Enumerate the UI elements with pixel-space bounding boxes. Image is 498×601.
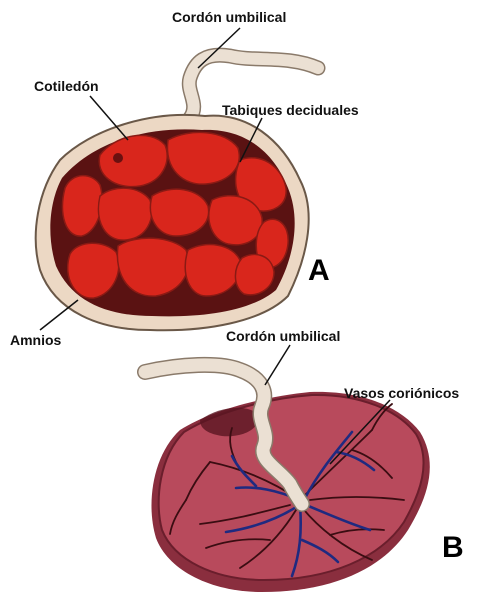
label-amnion: Amnios — [10, 332, 62, 348]
cotyledon — [209, 196, 262, 245]
leader-line-cord-b — [265, 345, 290, 385]
leader-line-amnion — [40, 300, 78, 330]
cotyledon — [150, 189, 208, 236]
panel-a-lesion-spot — [113, 153, 123, 163]
label-decidual-septa: Tabiques deciduales — [222, 102, 359, 118]
label-cotyledon: Cotiledón — [34, 78, 99, 94]
label-cord-b: Cordón umbilical — [226, 328, 340, 344]
panel-letter-a: A — [308, 254, 330, 287]
label-cord-a: Cordón umbilical — [172, 9, 286, 25]
panel-a: Cordón umbilical Cotiledón Tabiques deci… — [10, 9, 359, 348]
label-chorionic-vessels: Vasos coriónicos — [344, 385, 459, 401]
cotyledon — [98, 188, 151, 240]
panel-b: Cordón umbilical Vasos coriónicos B — [145, 328, 464, 592]
panel-letter-b: B — [442, 531, 464, 564]
